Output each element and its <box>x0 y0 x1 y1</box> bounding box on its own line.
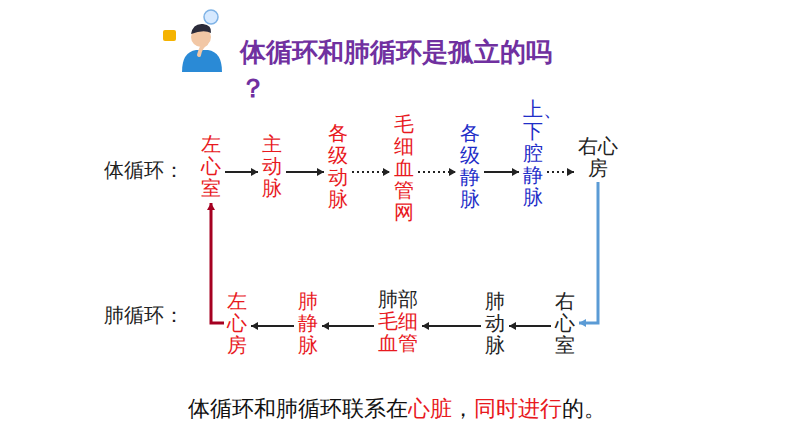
flow-arrow <box>509 322 551 330</box>
vessel-node: 毛细血管网 <box>394 113 414 223</box>
arrow-head <box>422 322 429 330</box>
arrow-head <box>322 322 329 330</box>
flow-line <box>579 182 598 323</box>
vessel-text: 肺静脉 <box>298 290 318 356</box>
arrow-head <box>509 322 516 330</box>
vessel-node: 右心房 <box>578 135 618 179</box>
vessel-text: 肺部 <box>378 288 418 310</box>
vessel-text: 主动脉 <box>262 133 282 199</box>
vessel-node: 肺静脉 <box>298 290 318 356</box>
slide-title: 体循环和肺循环是孤立的吗？ <box>240 34 570 106</box>
arrow-head <box>251 168 258 176</box>
flow-arrow <box>418 168 456 176</box>
vessel-text: 毛细血管网 <box>394 113 414 223</box>
row-label: 肺循环： <box>104 302 184 329</box>
flow-arrow <box>225 168 258 176</box>
flow-arrow <box>422 322 481 330</box>
vessel-node: 肺部毛细血管 <box>378 288 418 354</box>
vessel-text: 右心房 <box>578 135 618 179</box>
thinking-person <box>163 10 222 72</box>
vessel-text: 毛细血管 <box>378 310 418 354</box>
vessel-node: 各级静脉 <box>460 122 480 210</box>
flow-arrow <box>547 168 574 176</box>
arrow-head <box>317 168 324 176</box>
vessel-text: 各级静脉 <box>460 122 480 210</box>
arrow-head <box>579 319 586 327</box>
vessel-text: 左心室 <box>201 133 221 199</box>
vessel-node: 主动脉 <box>262 133 282 199</box>
arrow-head <box>251 322 258 330</box>
arrow-head <box>512 168 519 176</box>
flow-arrow <box>352 168 390 176</box>
flow-line <box>211 203 224 323</box>
vessel-node: 右心室 <box>555 290 575 356</box>
flow-line <box>422 325 481 327</box>
flow-arrow <box>322 322 374 330</box>
arrow-head <box>567 168 574 176</box>
flow-line <box>322 325 374 327</box>
vessel-text: 肺动脉 <box>485 290 505 356</box>
flow-arrow <box>286 168 324 176</box>
flow-arrow <box>251 322 294 330</box>
vessel-node: 上、下腔静脉 <box>523 98 543 208</box>
row-label: 体循环： <box>104 157 184 184</box>
vessel-text: 各级动脉 <box>328 122 348 210</box>
arrow-head <box>383 168 390 176</box>
flow-arrow <box>207 203 224 323</box>
vessel-text: 上、下腔静脉 <box>523 98 543 208</box>
vessel-node: 肺动脉 <box>485 290 505 356</box>
slide-caption: 体循环和肺循环联系在心脏，同时进行的。 <box>0 394 794 424</box>
vessel-node: 各级动脉 <box>328 122 348 210</box>
vessel-node: 左心室 <box>201 133 221 199</box>
flow-arrow <box>484 168 519 176</box>
flow-arrow <box>579 182 598 327</box>
arrow-head <box>207 203 215 210</box>
vessel-node: 左心房 <box>227 290 247 356</box>
vessel-text: 左心房 <box>227 290 247 356</box>
arrow-head <box>449 168 456 176</box>
vessel-text: 右心室 <box>555 290 575 356</box>
